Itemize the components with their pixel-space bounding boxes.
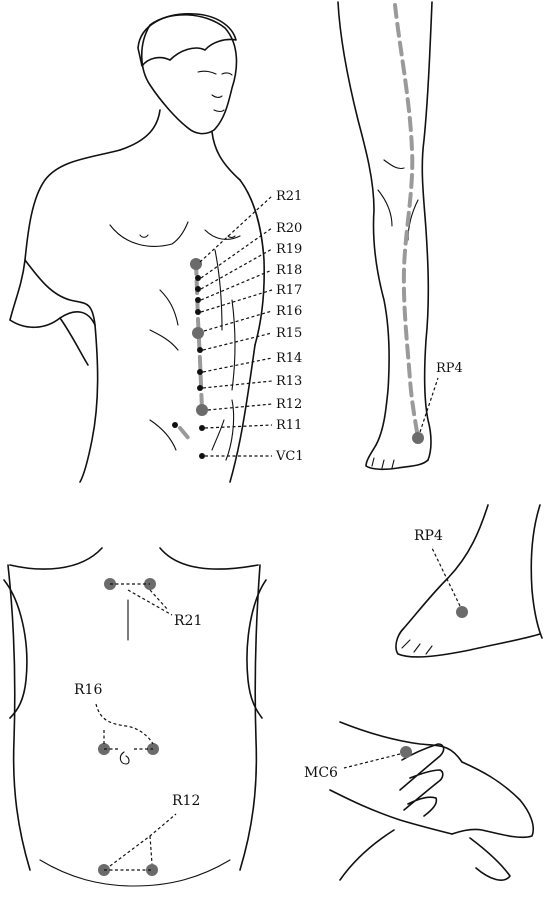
forearm-bottom (329, 789, 453, 835)
detail-label-r12: R12 (172, 793, 200, 809)
shoulder-left (9, 149, 121, 321)
detail-armpit-left (3, 579, 28, 719)
label-r19: R19 (276, 242, 302, 257)
point-vc1 (199, 453, 205, 459)
point-r21 (190, 258, 202, 270)
detail-point-mc6 (400, 746, 412, 758)
point-r15 (197, 347, 203, 353)
torso-detail-panel: R21 R16 R12 (3, 547, 267, 887)
groin (149, 419, 225, 451)
nipples (139, 234, 236, 239)
point-left-groin (172, 422, 178, 428)
leg-meridian (393, 3, 420, 440)
detail-label-rp4: RP4 (414, 528, 443, 544)
point-r17 (195, 309, 201, 315)
chest-left (109, 221, 189, 247)
point-r19 (195, 286, 201, 292)
leader-r21 (199, 195, 273, 263)
label-r15: R15 (276, 326, 302, 341)
detail-point-r12-right (146, 864, 158, 876)
head-outline (140, 14, 238, 135)
detail-armpit-right (246, 579, 267, 719)
point-r13 (197, 385, 203, 391)
shoulder-right (239, 179, 265, 346)
leader-r19 (200, 248, 273, 290)
torso-left-edge (79, 324, 99, 483)
detail-navel (119, 751, 130, 765)
detail-leader-r16 (95, 703, 154, 750)
label-r14: R14 (276, 351, 302, 366)
foot-detail-panel: RP4 (395, 504, 543, 658)
leader-r13 (202, 380, 273, 389)
detail-label-r21: R21 (174, 613, 202, 629)
label-r16: R16 (276, 304, 302, 319)
label-vc1: VC1 (275, 449, 304, 464)
leg-right-edge (421, 1, 433, 461)
wrist-detail-panel: MC6 (304, 721, 535, 881)
face-details (197, 70, 233, 113)
point-r11 (199, 425, 205, 431)
toes (371, 457, 395, 469)
foot-toes (401, 639, 433, 655)
leader-r15 (202, 332, 273, 351)
forearm-top (339, 721, 463, 763)
detail-torso-right (239, 564, 261, 871)
wrist-lower-arm (339, 829, 395, 881)
neck (119, 109, 241, 181)
detail-point-rp4 (456, 606, 468, 618)
label-r20: R20 (276, 221, 302, 236)
leg-left-edge (337, 1, 390, 446)
chest-right (204, 229, 241, 240)
leader-r11 (204, 424, 273, 429)
detail-label-mc6: MC6 (304, 765, 338, 781)
label-r17: R17 (276, 283, 302, 298)
arm-behind (59, 317, 89, 366)
torso-panel: R21 R20 R19 R18 R17 R16 R15 R14 R13 R12 … (9, 13, 304, 483)
hand-outline (451, 761, 535, 881)
leader-r20 (200, 227, 273, 279)
leader-r12 (207, 403, 273, 411)
leader-r18 (200, 269, 273, 301)
detail-leader-mc6 (343, 753, 401, 769)
point-r20 (195, 275, 201, 281)
leader-rp4-leg (419, 377, 439, 433)
detail-torso-left (7, 564, 31, 871)
label-r21: R21 (276, 189, 302, 204)
label-r12: R12 (276, 397, 302, 412)
detail-chest-line (9, 547, 259, 570)
detail-leader-r21 (110, 583, 173, 616)
abdomen-lines (149, 249, 236, 461)
torso-right-edge (229, 344, 256, 483)
label-r18: R18 (276, 263, 302, 278)
detail-label-r16: R16 (74, 682, 102, 698)
detail-leader-rp4 (431, 547, 461, 607)
label-r13: R13 (276, 374, 302, 389)
point-r12 (196, 404, 208, 416)
point-rp4-leg (412, 432, 424, 444)
label-r11: R11 (276, 418, 302, 433)
point-r18 (195, 297, 201, 303)
hair (137, 13, 237, 67)
point-r14 (197, 369, 203, 375)
foot (365, 444, 429, 471)
point-r16 (192, 327, 204, 339)
leader-r16 (203, 310, 273, 332)
detail-leader-r12 (104, 813, 177, 871)
foot-outline (395, 504, 541, 658)
ankle-line (530, 504, 543, 639)
leader-r17 (200, 289, 273, 313)
leader-r14 (202, 357, 273, 373)
label-rp4-leg: RP4 (436, 361, 463, 376)
leg-panel: RP4 (337, 1, 463, 471)
pressing-fingers (399, 743, 445, 817)
detail-groin (39, 859, 231, 887)
torso-meridian-lower (178, 426, 192, 442)
